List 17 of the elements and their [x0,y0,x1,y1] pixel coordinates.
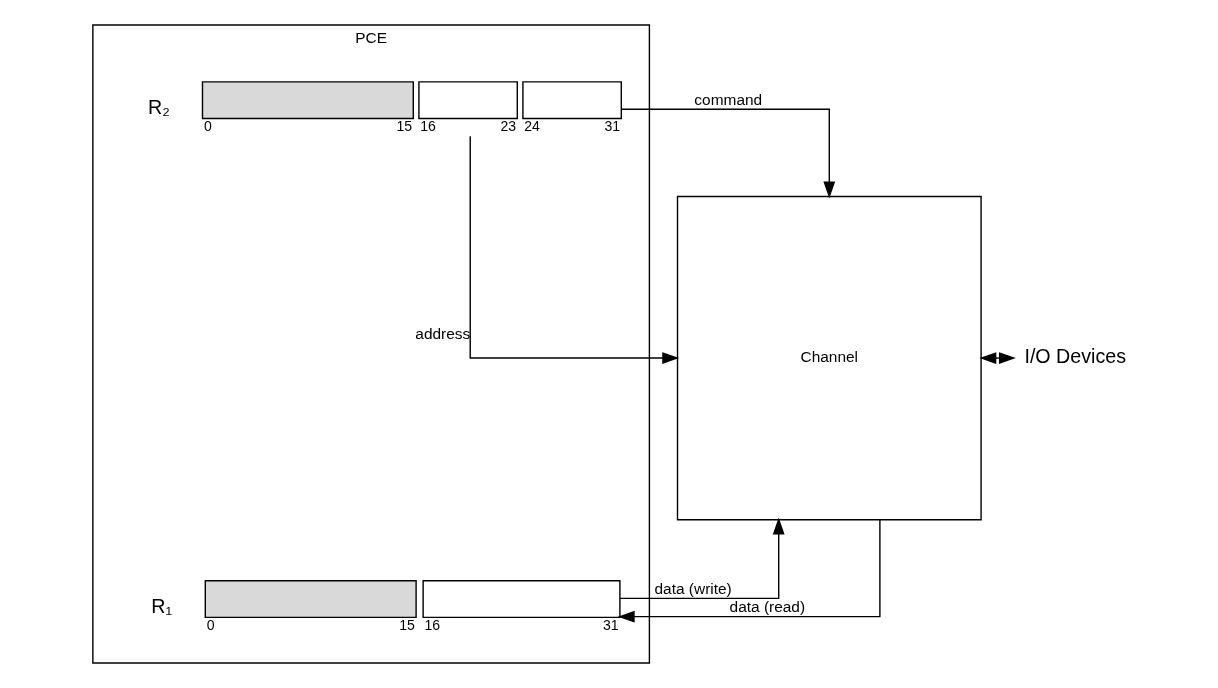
edge-label: address [415,325,471,343]
node-label: 0 [203,118,212,135]
label: R₂ [148,95,170,118]
edge-label: data (write) [654,579,732,597]
label: R₁ [151,594,173,617]
node-label: 23 [500,118,517,135]
edge-label: data (read) [729,598,806,616]
node-label: 16 [424,617,441,633]
node-text: I/O Devices [1024,345,1127,368]
node-label: 15 [396,118,413,135]
node-label: 24 [524,118,540,135]
node-label: 15 [399,617,415,633]
edge-label: command [694,90,763,108]
node-label: 16 [420,118,436,135]
node-label: 0 [206,617,215,633]
node-label: 31 [604,118,621,135]
node-label: 31 [603,617,619,633]
